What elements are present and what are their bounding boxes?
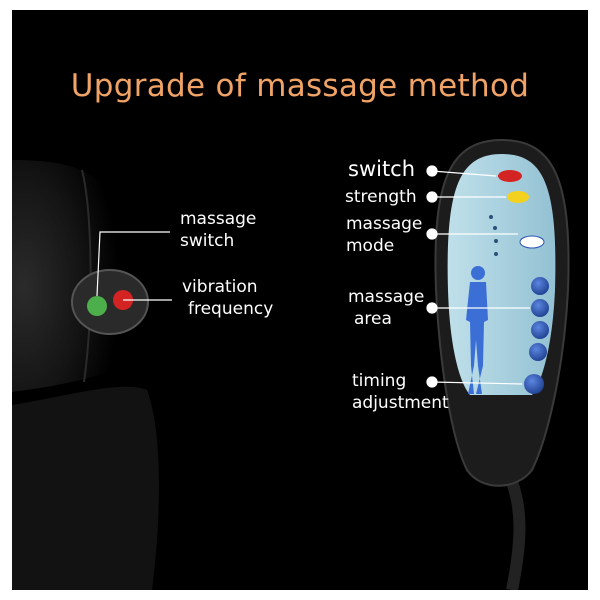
area-buttons — [524, 277, 549, 394]
massage-switch-label: massage switch — [180, 209, 257, 251]
seat-callouts — [96, 231, 172, 301]
area-button-3[interactable] — [531, 321, 549, 339]
vibration-frequency-label: vibration frequency — [182, 277, 274, 319]
massage-mode-label: massage mode — [346, 214, 423, 256]
area-button-1[interactable] — [531, 277, 549, 295]
strength-button[interactable] — [507, 191, 529, 203]
timing-adjustment-label: timing adjustment — [352, 371, 449, 413]
massage-switch-button[interactable] — [87, 296, 107, 316]
seat-cushion — [12, 160, 159, 590]
area-button-2[interactable] — [531, 299, 549, 317]
illustration — [12, 138, 570, 590]
massage-area-label: massage area — [348, 287, 425, 329]
power-button[interactable] — [498, 170, 522, 182]
headline: Upgrade of massage method — [70, 68, 530, 104]
mode-indicators — [489, 215, 498, 256]
area-button-4[interactable] — [529, 343, 547, 361]
remote-cable — [506, 479, 526, 590]
switch-label: switch — [348, 157, 416, 181]
seat-control-pod — [71, 269, 149, 335]
body-silhouette — [466, 266, 488, 394]
remote-control — [434, 138, 570, 487]
product-image: Upgrade of massage method massage switch… — [12, 10, 588, 590]
mode-button[interactable] — [519, 235, 545, 249]
remote-callouts — [426, 165, 530, 388]
strength-label: strength — [345, 187, 417, 207]
timer-button[interactable] — [524, 374, 544, 394]
